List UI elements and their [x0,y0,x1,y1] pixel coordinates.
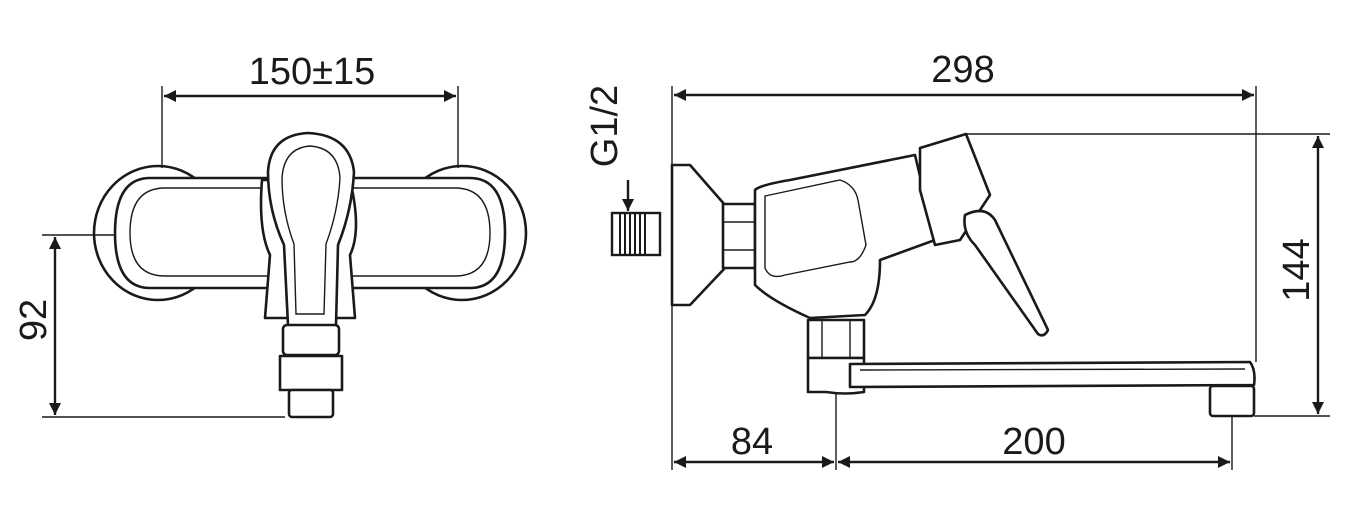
lever-handle-inner [281,145,341,315]
lever-handle [266,131,356,333]
side-mixer-body-inner [764,179,867,278]
mixer-body-inner [129,187,491,277]
thread-label: G1/2 [584,85,626,167]
side-mixer-body [753,153,937,320]
spout-outlet [287,388,335,419]
spout-base [806,318,866,360]
spout-aerator [278,354,344,392]
dim-side-height-label: 144 [1276,238,1318,301]
dim-front-height-label: 92 [13,299,55,341]
dim-wall-offset-label: 84 [731,421,773,463]
front-view: 150±15 92 [13,51,528,419]
dim-spout-label: 200 [1002,421,1065,463]
dim-front-width-label: 150±15 [249,51,376,93]
thread-hatch [619,213,646,255]
spout-arm [848,360,1256,389]
spout-neck [281,323,341,357]
side-lever [963,209,1050,337]
wall-rosette [670,163,727,307]
union-nut [721,202,757,270]
spout-tip [1208,384,1256,418]
side-view: G1/2 298 144 84 200 [584,49,1330,470]
dim-side-overall-label: 298 [931,49,994,91]
